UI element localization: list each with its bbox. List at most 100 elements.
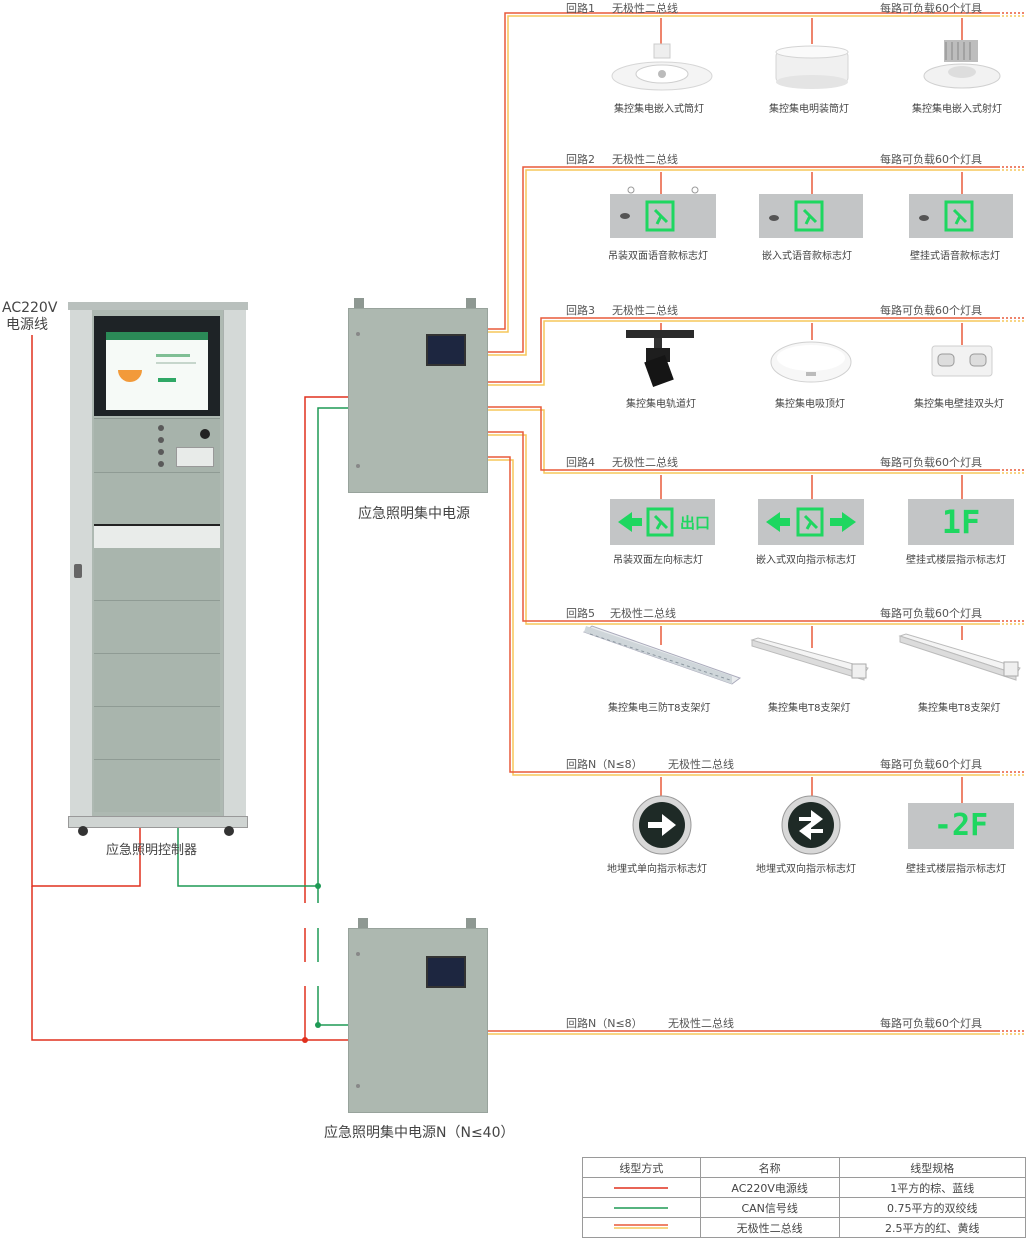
inground-single-arrow-icon <box>632 795 692 855</box>
legend-spec: 0.75平方的双绞线 <box>838 1197 1026 1218</box>
power-supply-1-label: 应急照明集中电源 <box>358 506 470 522</box>
loop-name: 回路2 <box>566 153 595 166</box>
cabinet-left-post <box>70 310 93 816</box>
recessed-downlight-icon <box>611 43 713 91</box>
fixture-label: 集控集电壁挂双头灯 <box>914 399 1004 410</box>
legend-name: AC220V电源线 <box>699 1177 840 1198</box>
bus-lines <box>488 12 1000 1035</box>
loop-load: 每路可负载60个灯具 <box>880 758 982 771</box>
floor-sign-minus2f: -2F <box>908 803 1014 849</box>
loop-bus: 无极性二总线 <box>612 153 678 166</box>
loop-name: 回路1 <box>566 2 595 15</box>
loop-name: 回路5 <box>566 607 595 620</box>
lcd-display <box>426 956 466 988</box>
fixture-label: 集控集电轨道灯 <box>626 399 696 410</box>
fixture-label: 壁挂式语音款标志灯 <box>910 251 1000 262</box>
fixture-label: 地埋式单向指示标志灯 <box>607 864 707 875</box>
waterproof-t8-batten-icon <box>582 625 742 685</box>
lcd-display <box>426 334 466 366</box>
controller-cabinet <box>68 302 248 836</box>
fixture-label: 集控集电嵌入式筒灯 <box>614 104 704 115</box>
legend-spec: 2.5平方的红、黄线 <box>838 1217 1026 1238</box>
fixture-label: 集控集电T8支架灯 <box>768 703 851 714</box>
loop-name: 回路N（N≤8） <box>566 1017 643 1030</box>
loop-bus: 无极性二总线 <box>612 304 678 317</box>
legend-name: 无极性二总线 <box>699 1217 840 1238</box>
fixture-label: 集控集电明装筒灯 <box>769 104 849 115</box>
power-supply-n-label: 应急照明集中电源N（N≤40） <box>324 1125 515 1141</box>
legend-row-power: AC220V电源线 1平方的棕、蓝线 <box>582 1177 1026 1198</box>
door-lock-icon[interactable] <box>74 564 82 578</box>
ac-power-label: AC220V 电源线 <box>2 300 57 334</box>
loop-name: 回路N（N≤8） <box>566 758 643 771</box>
ac-label-line2: 电源线 <box>6 317 48 333</box>
twin-head-wall-light-icon <box>931 345 993 377</box>
legend-header: 线型方式 <box>582 1157 701 1178</box>
loop-bus: 无极性二总线 <box>612 456 678 469</box>
fixture-label: 嵌入式双向指示标志灯 <box>756 555 856 566</box>
legend-name: CAN信号线 <box>699 1197 840 1218</box>
loop-load: 每路可负载60个灯具 <box>880 456 982 469</box>
cabinet-top <box>68 302 248 310</box>
loop-load: 每路可负载60个灯具 <box>880 2 982 15</box>
inground-double-arrow-icon <box>781 795 841 855</box>
legend-header: 线型规格 <box>838 1157 1026 1178</box>
ac-label-line1: AC220V <box>2 300 58 316</box>
fixture-label: 集控集电嵌入式射灯 <box>912 104 1002 115</box>
floor-number-minus2f: -2F <box>933 808 989 843</box>
fixture-label: 壁挂式楼层指示标志灯 <box>906 864 1006 875</box>
power-supply-n <box>348 918 488 1113</box>
fixture-label: 嵌入式语音款标志灯 <box>762 251 852 262</box>
fixture-label: 吊装双面左向标志灯 <box>613 555 703 566</box>
wheel-icon <box>78 826 88 836</box>
control-panel <box>94 418 220 473</box>
loop-name: 回路4 <box>566 456 595 469</box>
printer-slot <box>176 447 214 467</box>
track-light-icon <box>626 330 694 387</box>
fixture-label: 集控集电吸顶灯 <box>775 399 845 410</box>
t8-bracket-light-icon <box>750 637 869 681</box>
loop-load: 每路可负载60个灯具 <box>880 304 982 317</box>
loop-load: 每路可负载60个灯具 <box>880 607 982 620</box>
surface-downlight-icon <box>775 45 849 89</box>
floor-number-1f: 1F <box>941 503 981 541</box>
loop-load: 每路可负载60个灯具 <box>880 153 982 166</box>
drawer-shelf[interactable] <box>94 524 220 551</box>
bus-dots <box>1002 12 1026 1035</box>
t8-bracket-light-icon <box>898 633 1021 681</box>
legend-row-can: CAN信号线 0.75平方的双绞线 <box>582 1197 1026 1218</box>
loop-bus: 无极性二总线 <box>668 758 734 771</box>
fixture-label: 地埋式双向指示标志灯 <box>756 864 856 875</box>
legend-swatch-can <box>582 1197 701 1218</box>
legend-spec: 1平方的棕、蓝线 <box>838 1177 1026 1198</box>
bus-drops <box>660 18 963 803</box>
power-lines <box>31 335 348 1041</box>
controller-label: 应急照明控制器 <box>106 843 198 858</box>
cabinet-right-post <box>223 310 246 816</box>
loop-bus: 无极性二总线 <box>668 1017 734 1030</box>
loop-bus: 无极性二总线 <box>610 607 676 620</box>
fixture-label: 集控集电三防T8支架灯 <box>608 703 711 714</box>
fixture-label: 集控集电T8支架灯 <box>918 703 1001 714</box>
legend-row-bus: 无极性二总线 2.5平方的红、黄线 <box>582 1217 1026 1238</box>
touch-screen[interactable] <box>106 332 208 410</box>
legend-header-row: 线型方式 名称 线型规格 <box>582 1157 1026 1178</box>
legend-swatch-bus <box>582 1217 701 1238</box>
legend-header: 名称 <box>699 1157 840 1178</box>
fixture-label: 吊装双面语音款标志灯 <box>608 251 708 262</box>
power-supply-1 <box>348 298 488 493</box>
loop-name: 回路3 <box>566 304 595 317</box>
recessed-spotlight-icon <box>923 40 1001 89</box>
legend-swatch-power <box>582 1177 701 1198</box>
ceiling-light-icon <box>770 341 852 383</box>
cabinet-base <box>68 816 248 828</box>
recessed-bidirectional-sign-icon <box>758 499 864 545</box>
loop-load: 每路可负载60个灯具 <box>880 1017 982 1030</box>
left-arrow-exit-icon <box>618 507 674 537</box>
key-switch-icon[interactable] <box>200 429 210 439</box>
fixture-label: 壁挂式楼层指示标志灯 <box>906 555 1006 566</box>
wheel-icon <box>224 826 234 836</box>
hanging-left-sign: 出口 <box>610 499 715 545</box>
recessed-voice-sign-icon <box>759 194 863 238</box>
